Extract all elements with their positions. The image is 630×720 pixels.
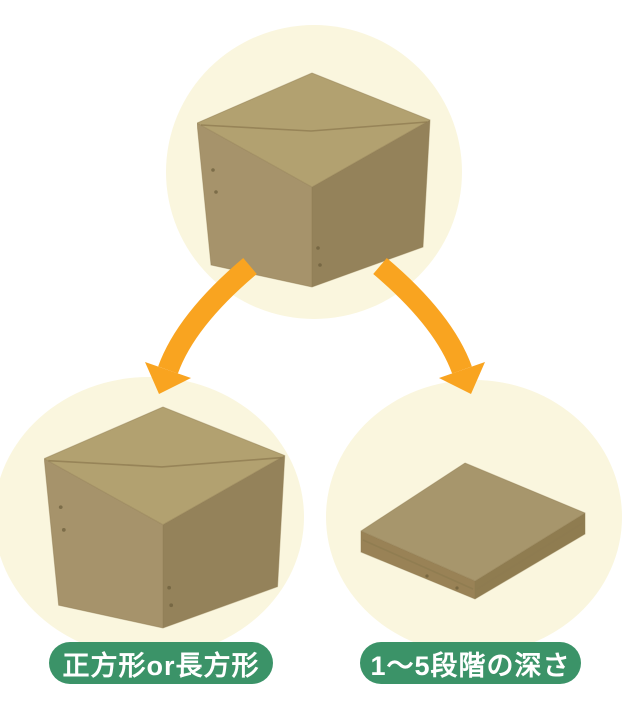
source-cube-box-photo [197, 72, 431, 288]
branch-right-flat-box-photo [360, 462, 586, 600]
label-depth-levels: 1〜5段階の深さ [360, 642, 581, 684]
branch-left-cube-box-photo [44, 406, 286, 629]
label-square-or-rectangle: 正方形or長方形 [49, 642, 273, 684]
